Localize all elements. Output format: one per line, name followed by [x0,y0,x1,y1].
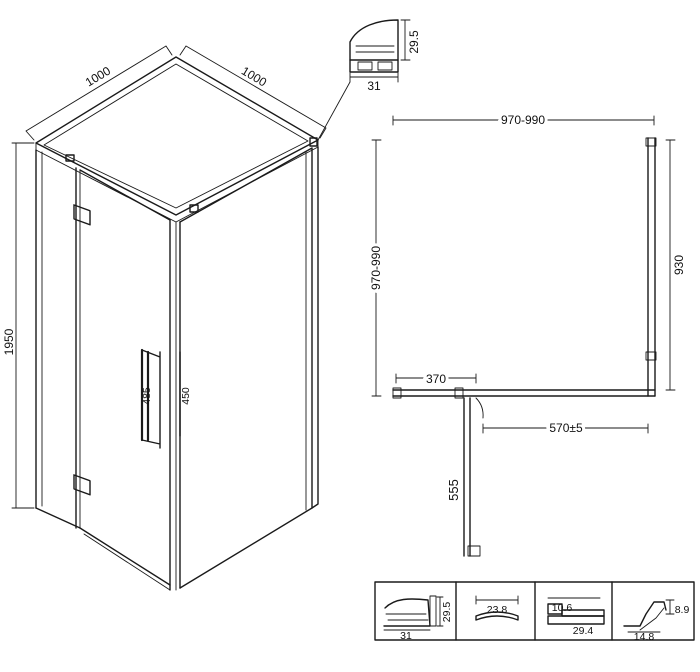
p4-height-label: 8.9 [675,604,690,616]
width-left-label: 1000 [83,64,113,90]
profile-height-label: 29.5 [407,30,421,54]
height-label: 1950 [2,328,16,355]
handle-inner-label: 485 [141,387,153,405]
door-opening-label: 570±5 [549,421,583,435]
p4-width-label: 14.8 [634,631,655,643]
profile-cell-3: 10.6 29.4 [547,597,605,637]
p1-width-label: 31 [400,630,412,642]
plan-side-label: 930 [672,255,686,275]
p3-width-label: 29.4 [573,625,594,637]
plan-view: 970-990 970-990 930 370 570±5 555 [366,110,686,557]
handle-outer-label: 450 [180,387,192,405]
profile-cell-4: 8.9 14.8 [623,599,690,643]
p1-height-label: 29.5 [441,602,453,623]
plan-width-label: 970-990 [501,113,545,127]
fixed-panel-label: 370 [426,372,446,386]
p2-width-label: 23.8 [487,604,508,616]
profile-detail-top: 29.5 31 [349,19,421,93]
profile-cell-1: 29.5 31 [383,595,453,642]
plan-depth-label: 970-990 [369,246,383,290]
profile-table: 29.5 31 23.8 10.6 29.4 8.9 14.8 [374,581,695,643]
door-swing-label: 555 [446,479,461,501]
isometric-view: 1950 1000 1000 485 450 [2,45,351,591]
profile-cell-2: 23.8 [475,595,519,621]
profile-width-label: 31 [367,79,381,93]
